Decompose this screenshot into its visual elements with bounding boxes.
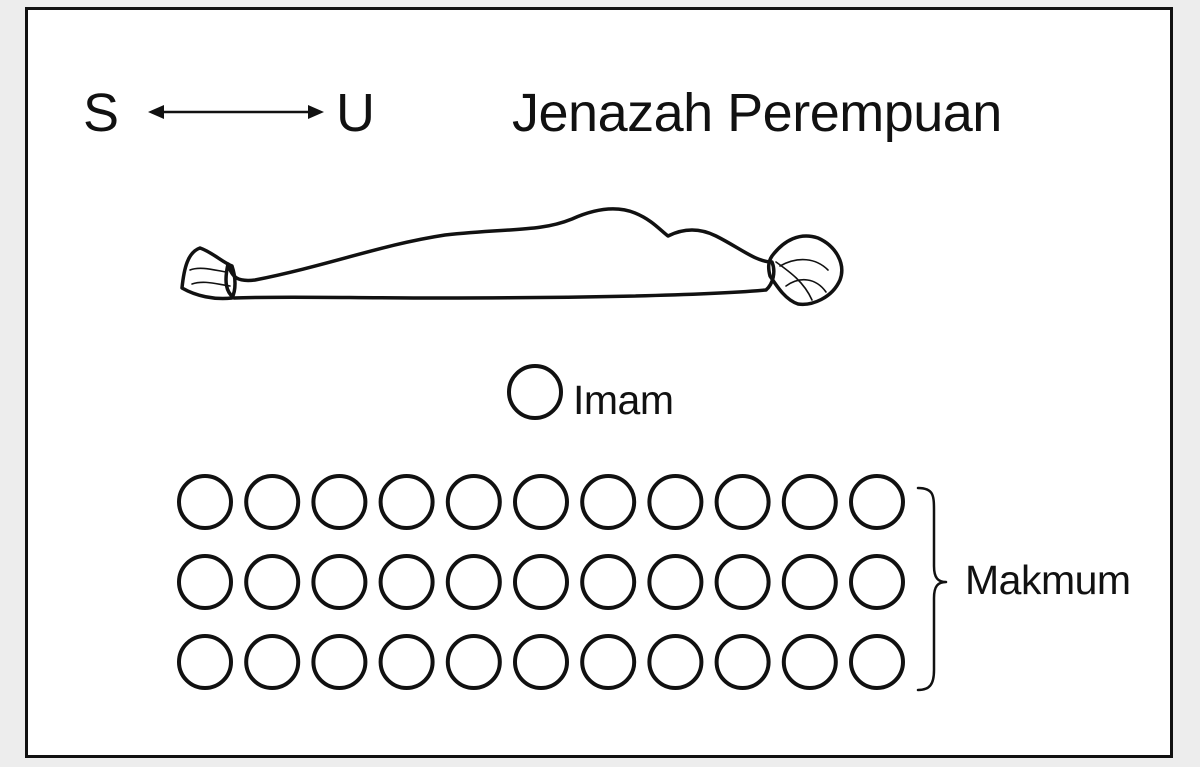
makmum-row	[177, 554, 905, 610]
makmum-circle	[513, 634, 569, 690]
makmum-rows	[177, 474, 905, 690]
makmum-circle	[849, 554, 905, 610]
makmum-circle	[445, 634, 502, 690]
makmum-circle	[177, 474, 233, 530]
makmum-circle	[445, 554, 502, 610]
makmum-circle	[244, 474, 301, 530]
makmum-circle	[378, 474, 435, 530]
makmum-circle	[311, 474, 368, 530]
makmum-circle	[781, 554, 838, 610]
makmum-circle	[580, 474, 637, 530]
compass-arrow	[148, 105, 324, 119]
makmum-circle	[849, 634, 905, 690]
makmum-circle	[714, 634, 771, 690]
makmum-circle	[445, 474, 502, 530]
makmum-circle	[311, 634, 368, 690]
shroud-outline	[224, 207, 776, 300]
makmum-circle	[647, 554, 704, 610]
makmum-circle	[177, 554, 233, 610]
shrouded-body-icon	[180, 207, 844, 307]
imam-circle	[507, 364, 563, 420]
makmum-circle	[244, 554, 301, 610]
makmum-circle	[580, 634, 637, 690]
makmum-label: Makmum	[965, 557, 1131, 603]
makmum-circle	[378, 634, 435, 690]
makmum-circle	[311, 554, 368, 610]
makmum-circle	[781, 634, 838, 690]
makmum-circle	[513, 474, 569, 530]
makmum-circle	[244, 634, 301, 690]
makmum-row	[177, 634, 905, 690]
makmum-circle	[580, 554, 637, 610]
imam-label: Imam	[573, 377, 674, 423]
compass-north-label: U	[336, 83, 375, 143]
makmum-circle	[513, 554, 569, 610]
makmum-circle	[177, 634, 233, 690]
makmum-circle	[378, 554, 435, 610]
feet-knot	[180, 246, 237, 301]
makmum-brace	[916, 486, 948, 692]
makmum-circle	[714, 554, 771, 610]
diagram-frame	[25, 7, 1173, 758]
makmum-row	[177, 474, 905, 530]
makmum-circle	[781, 474, 838, 530]
compass-south-label: S	[83, 83, 120, 143]
diagram-title: Jenazah Perempuan	[512, 83, 1002, 143]
makmum-circle	[647, 634, 704, 690]
head-knot	[766, 234, 844, 307]
makmum-circle	[714, 474, 771, 530]
makmum-circle	[647, 474, 704, 530]
makmum-circle	[849, 474, 905, 530]
